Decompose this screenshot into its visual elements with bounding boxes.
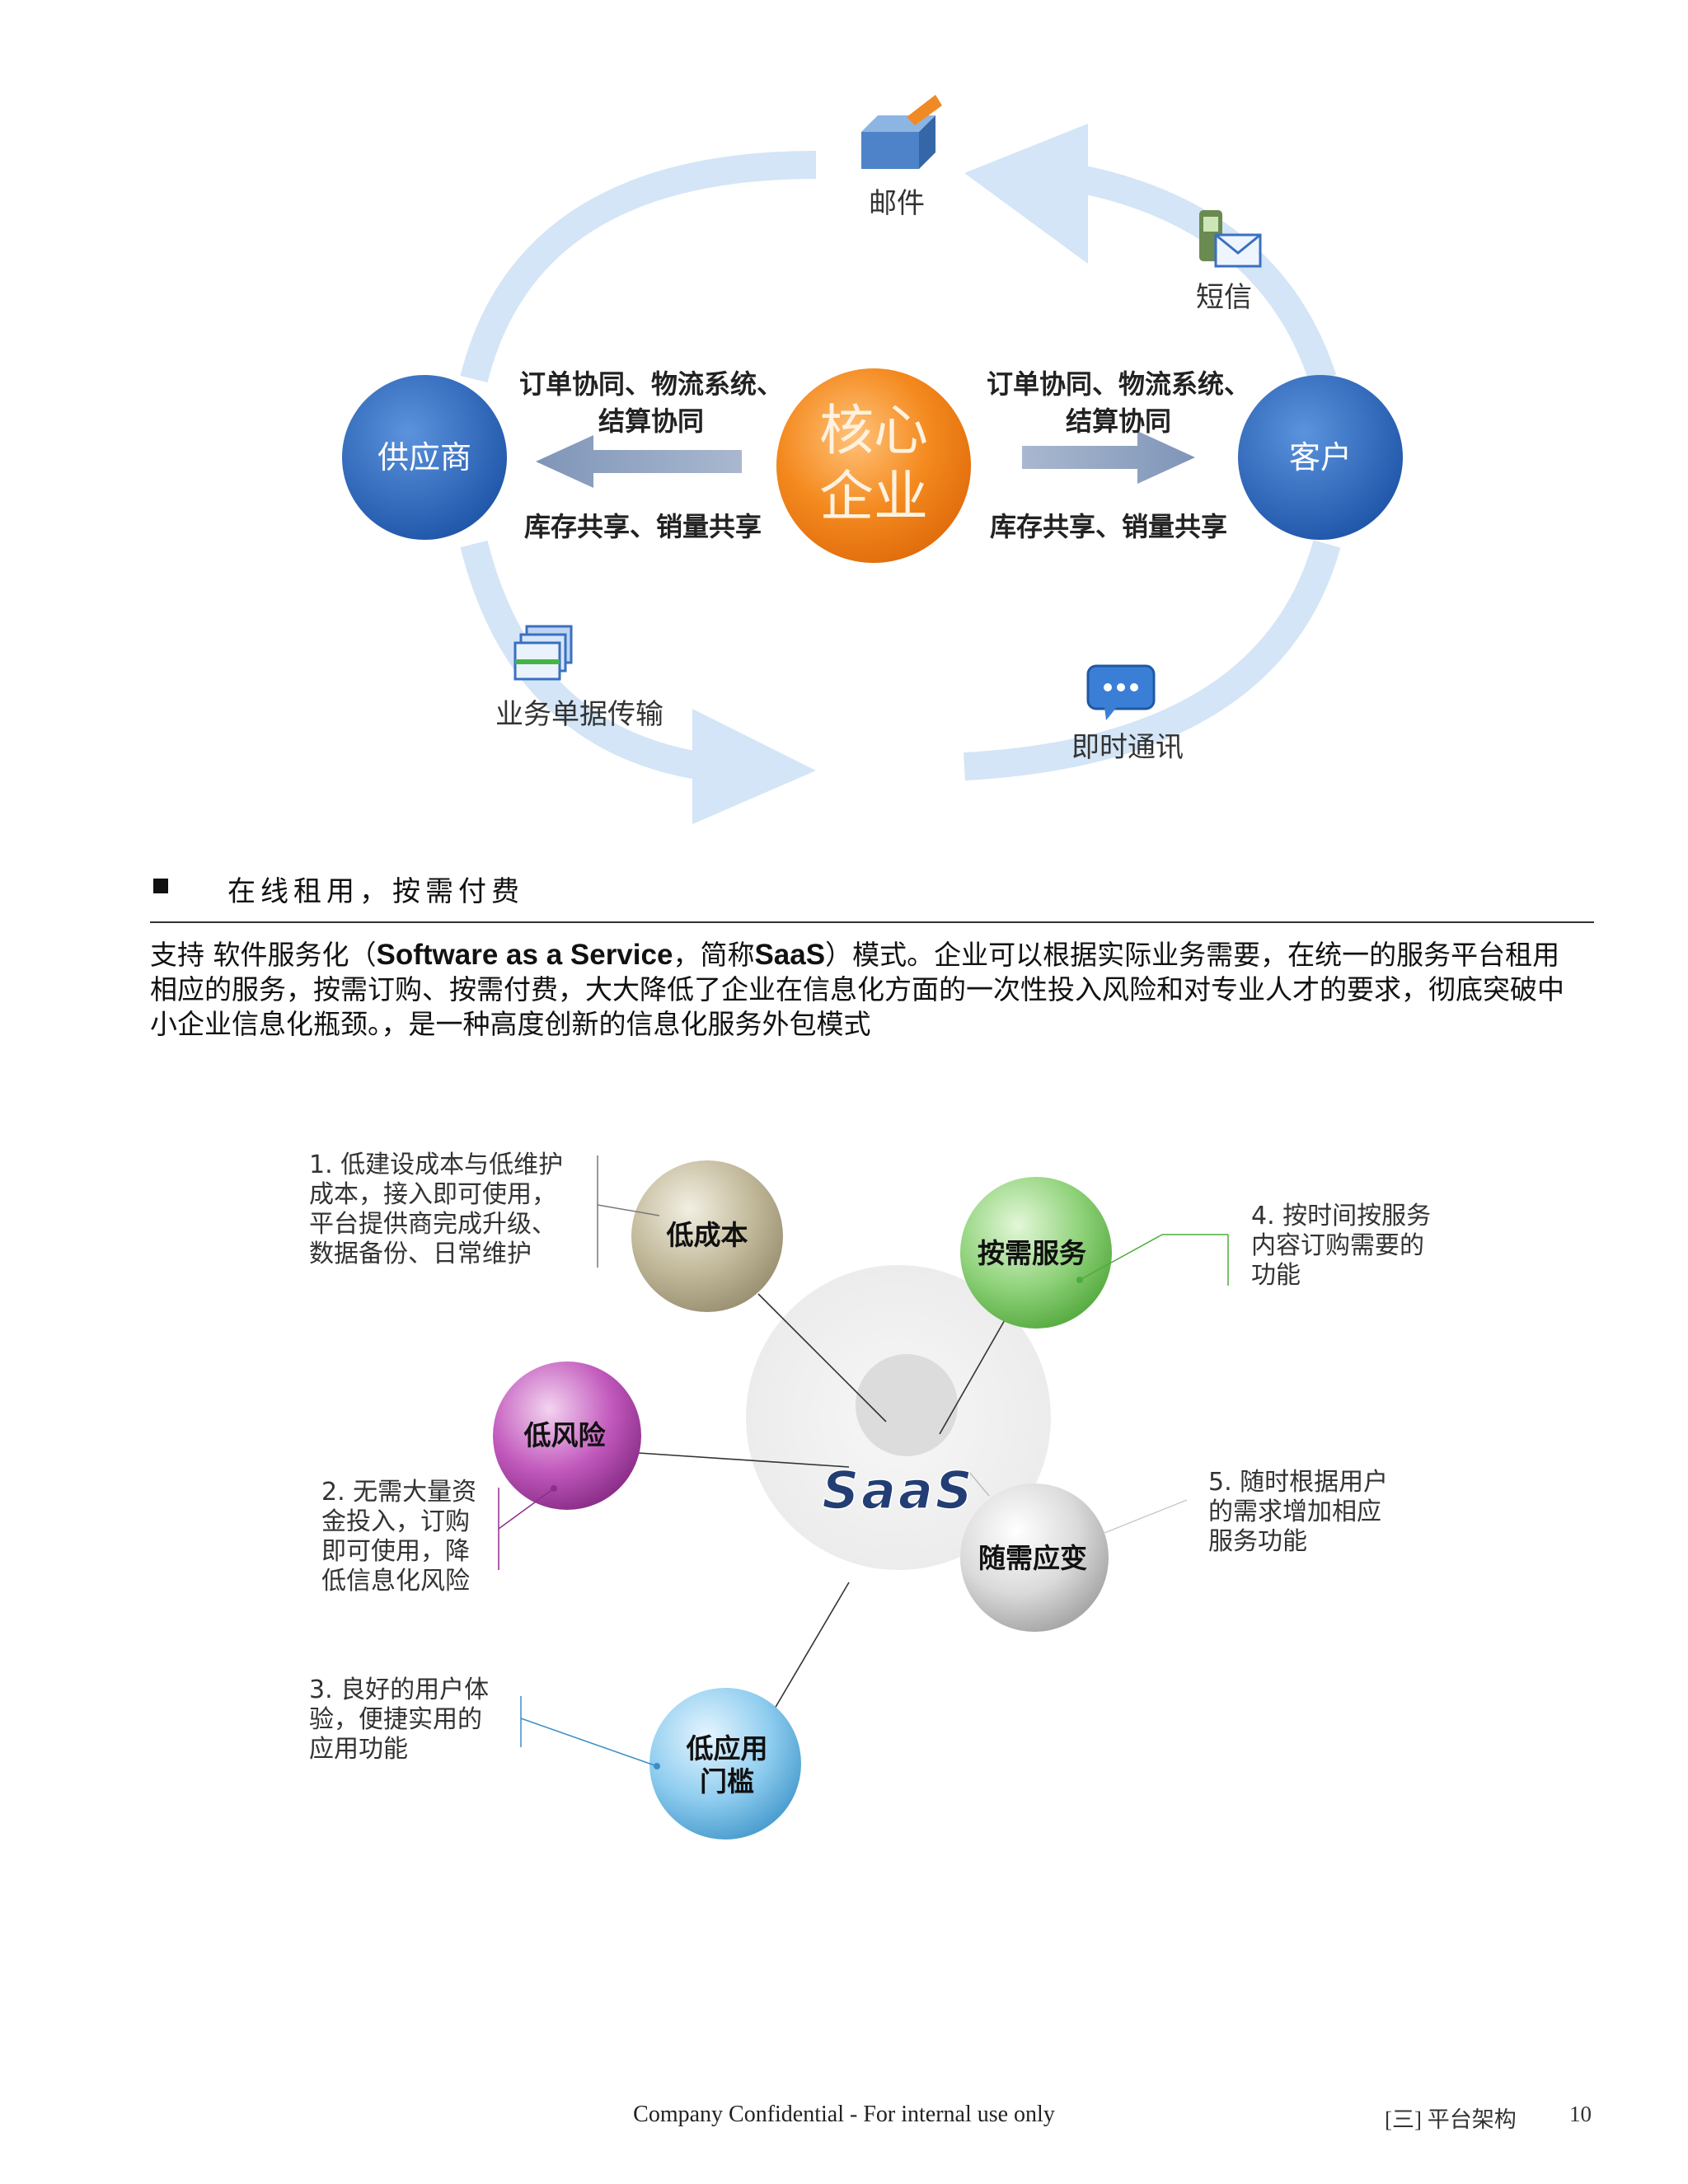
callout-4-line2: 内容订购需要的: [1251, 1231, 1424, 1260]
footer-section-label: [三] 平台架构: [1385, 2107, 1517, 2132]
documents-label: 业务单据传输: [495, 698, 663, 731]
para-part1: 支持 软件服务化（: [150, 939, 377, 971]
section-title: 在线租用，按需付费: [227, 875, 524, 908]
callout-2-bracket: [498, 1488, 555, 1570]
callout-5-line2: 的需求增加相应: [1208, 1497, 1381, 1526]
connector-adaptive: [968, 1470, 990, 1497]
callout-2-line3: 即可使用，降: [321, 1537, 470, 1566]
para-bold-software-as-a-service: Software as a Service: [376, 939, 673, 971]
saas-bubble-diagram: SaaS 低成本 按需服务 低风险 随需应变 低应用 门槛: [493, 1155, 1229, 1840]
left-top-line1: 订单协同、物流系统、: [519, 368, 783, 400]
adaptive-bubble: [960, 1483, 1109, 1632]
customer-node: [1238, 375, 1403, 540]
callout-1-line1: 1. 低建设成本与低维护: [309, 1151, 564, 1179]
left-top-line2: 结算协同: [598, 405, 704, 437]
callout-4-bracket: [1079, 1234, 1229, 1286]
low-threshold-bubble: [649, 1688, 801, 1840]
callout-1: 1. 低建设成本与低维护 成本，接入即可使用， 平台提供商完成升级、 数据备份、…: [309, 1151, 563, 1269]
flow-arrow-right: [1022, 431, 1195, 484]
callout-4: 4. 按时间按服务 内容订购需要的 功能: [1251, 1202, 1431, 1291]
callout-5-bracket: [1104, 1499, 1188, 1534]
ring-arrowhead-top: [964, 124, 1088, 264]
flow-arrow-left: [536, 435, 742, 488]
mail-icon: [861, 95, 942, 169]
mail-label: 邮件: [869, 187, 925, 220]
documents-icon: [513, 625, 573, 681]
right-bottom-label: 库存共享、销量共享: [990, 511, 1227, 542]
core-enterprise-diagram: 供应商 客户 核心 企业 订单协同、物流系统、 结算协同 库存共享、销量共享 订…: [342, 95, 1403, 824]
callout-4-line3: 功能: [1251, 1261, 1301, 1290]
callout-3-line2: 验，便捷实用的: [309, 1705, 482, 1734]
low-threshold-label-line1: 低应用: [687, 1732, 768, 1765]
callout-3-line1: 3. 良好的用户体: [309, 1675, 490, 1704]
sms-label: 短信: [1196, 281, 1252, 314]
chat-bubble-icon: [1086, 664, 1156, 720]
low-risk-label: 低风险: [524, 1419, 607, 1451]
connector-lines: [638, 1293, 1006, 1723]
callout-4-line1: 4. 按时间按服务: [1251, 1202, 1432, 1230]
low-cost-bubble: [631, 1160, 783, 1312]
low-threshold-label-line2: 门槛: [700, 1765, 754, 1797]
cycle-ring: [460, 151, 1341, 785]
saas-center-label: SaaS: [823, 1460, 975, 1521]
saas-center-core: [856, 1354, 958, 1456]
callout-1-line2: 成本，接入即可使用，: [309, 1180, 556, 1209]
callout-5-line1: 5. 随时根据用户: [1208, 1468, 1389, 1497]
saas-description: 支持 软件服务化（Software as a Service，简称SaaS）模式…: [150, 938, 1584, 1042]
callout-3-line3: 应用功能: [309, 1735, 408, 1764]
callout-1-line3: 平台提供商完成升级、: [309, 1210, 556, 1239]
low-cost-label: 低成本: [667, 1219, 748, 1251]
im-label: 即时通讯: [1071, 731, 1184, 764]
callout-1-line4: 数据备份、日常维护: [309, 1240, 532, 1268]
core-enterprise-node: [776, 368, 971, 563]
on-demand-bubble: [960, 1177, 1112, 1329]
para-part2: ，简称: [673, 939, 755, 971]
right-top-line2: 结算协同: [1066, 405, 1171, 437]
customer-label: 客户: [1289, 439, 1352, 476]
supplier-label: 供应商: [377, 439, 471, 476]
left-bottom-label: 库存共享、销量共享: [524, 511, 762, 542]
callout-5: 5. 随时根据用户 的需求增加相应 服务功能: [1208, 1468, 1388, 1557]
adaptive-label: 随需应变: [978, 1542, 1087, 1574]
section-header: 在线租用，按需付费: [150, 864, 1594, 923]
callout-3-bracket: [520, 1696, 658, 1767]
ring-arrowhead-bottom: [692, 709, 816, 824]
core-label-line1: 核心: [819, 399, 928, 462]
right-top-line1: 订单协同、物流系统、: [987, 368, 1250, 400]
low-risk-bubble: [493, 1361, 641, 1510]
callout-2: 2. 无需大量资 金投入，订购 即可使用，降 低信息化风险: [321, 1478, 476, 1596]
callout-2-line1: 2. 无需大量资: [321, 1478, 477, 1507]
square-bullet-icon: [153, 879, 168, 893]
callout-1-bracket: [597, 1155, 660, 1268]
supplier-node: [342, 375, 507, 540]
sms-icon: [1199, 210, 1262, 268]
on-demand-label: 按需服务: [978, 1237, 1086, 1269]
callout-5-line3: 服务功能: [1208, 1527, 1307, 1556]
footer-page-number: 10: [1569, 2102, 1592, 2126]
callout-2-line4: 低信息化风险: [321, 1567, 470, 1596]
footer-confidential: Company Confidential - For internal use …: [633, 2102, 1055, 2127]
core-label-line2: 企业: [819, 465, 928, 528]
callout-3: 3. 良好的用户体 验，便捷实用的 应用功能: [309, 1675, 489, 1765]
para-part3: ）模式。企业可以根据实际业务需要，在统一的服务平台租用相应的服务，按需订购、按需…: [150, 939, 1564, 1040]
para-bold-saas: SaaS: [754, 939, 826, 971]
callout-2-line2: 金投入，订购: [321, 1507, 470, 1536]
